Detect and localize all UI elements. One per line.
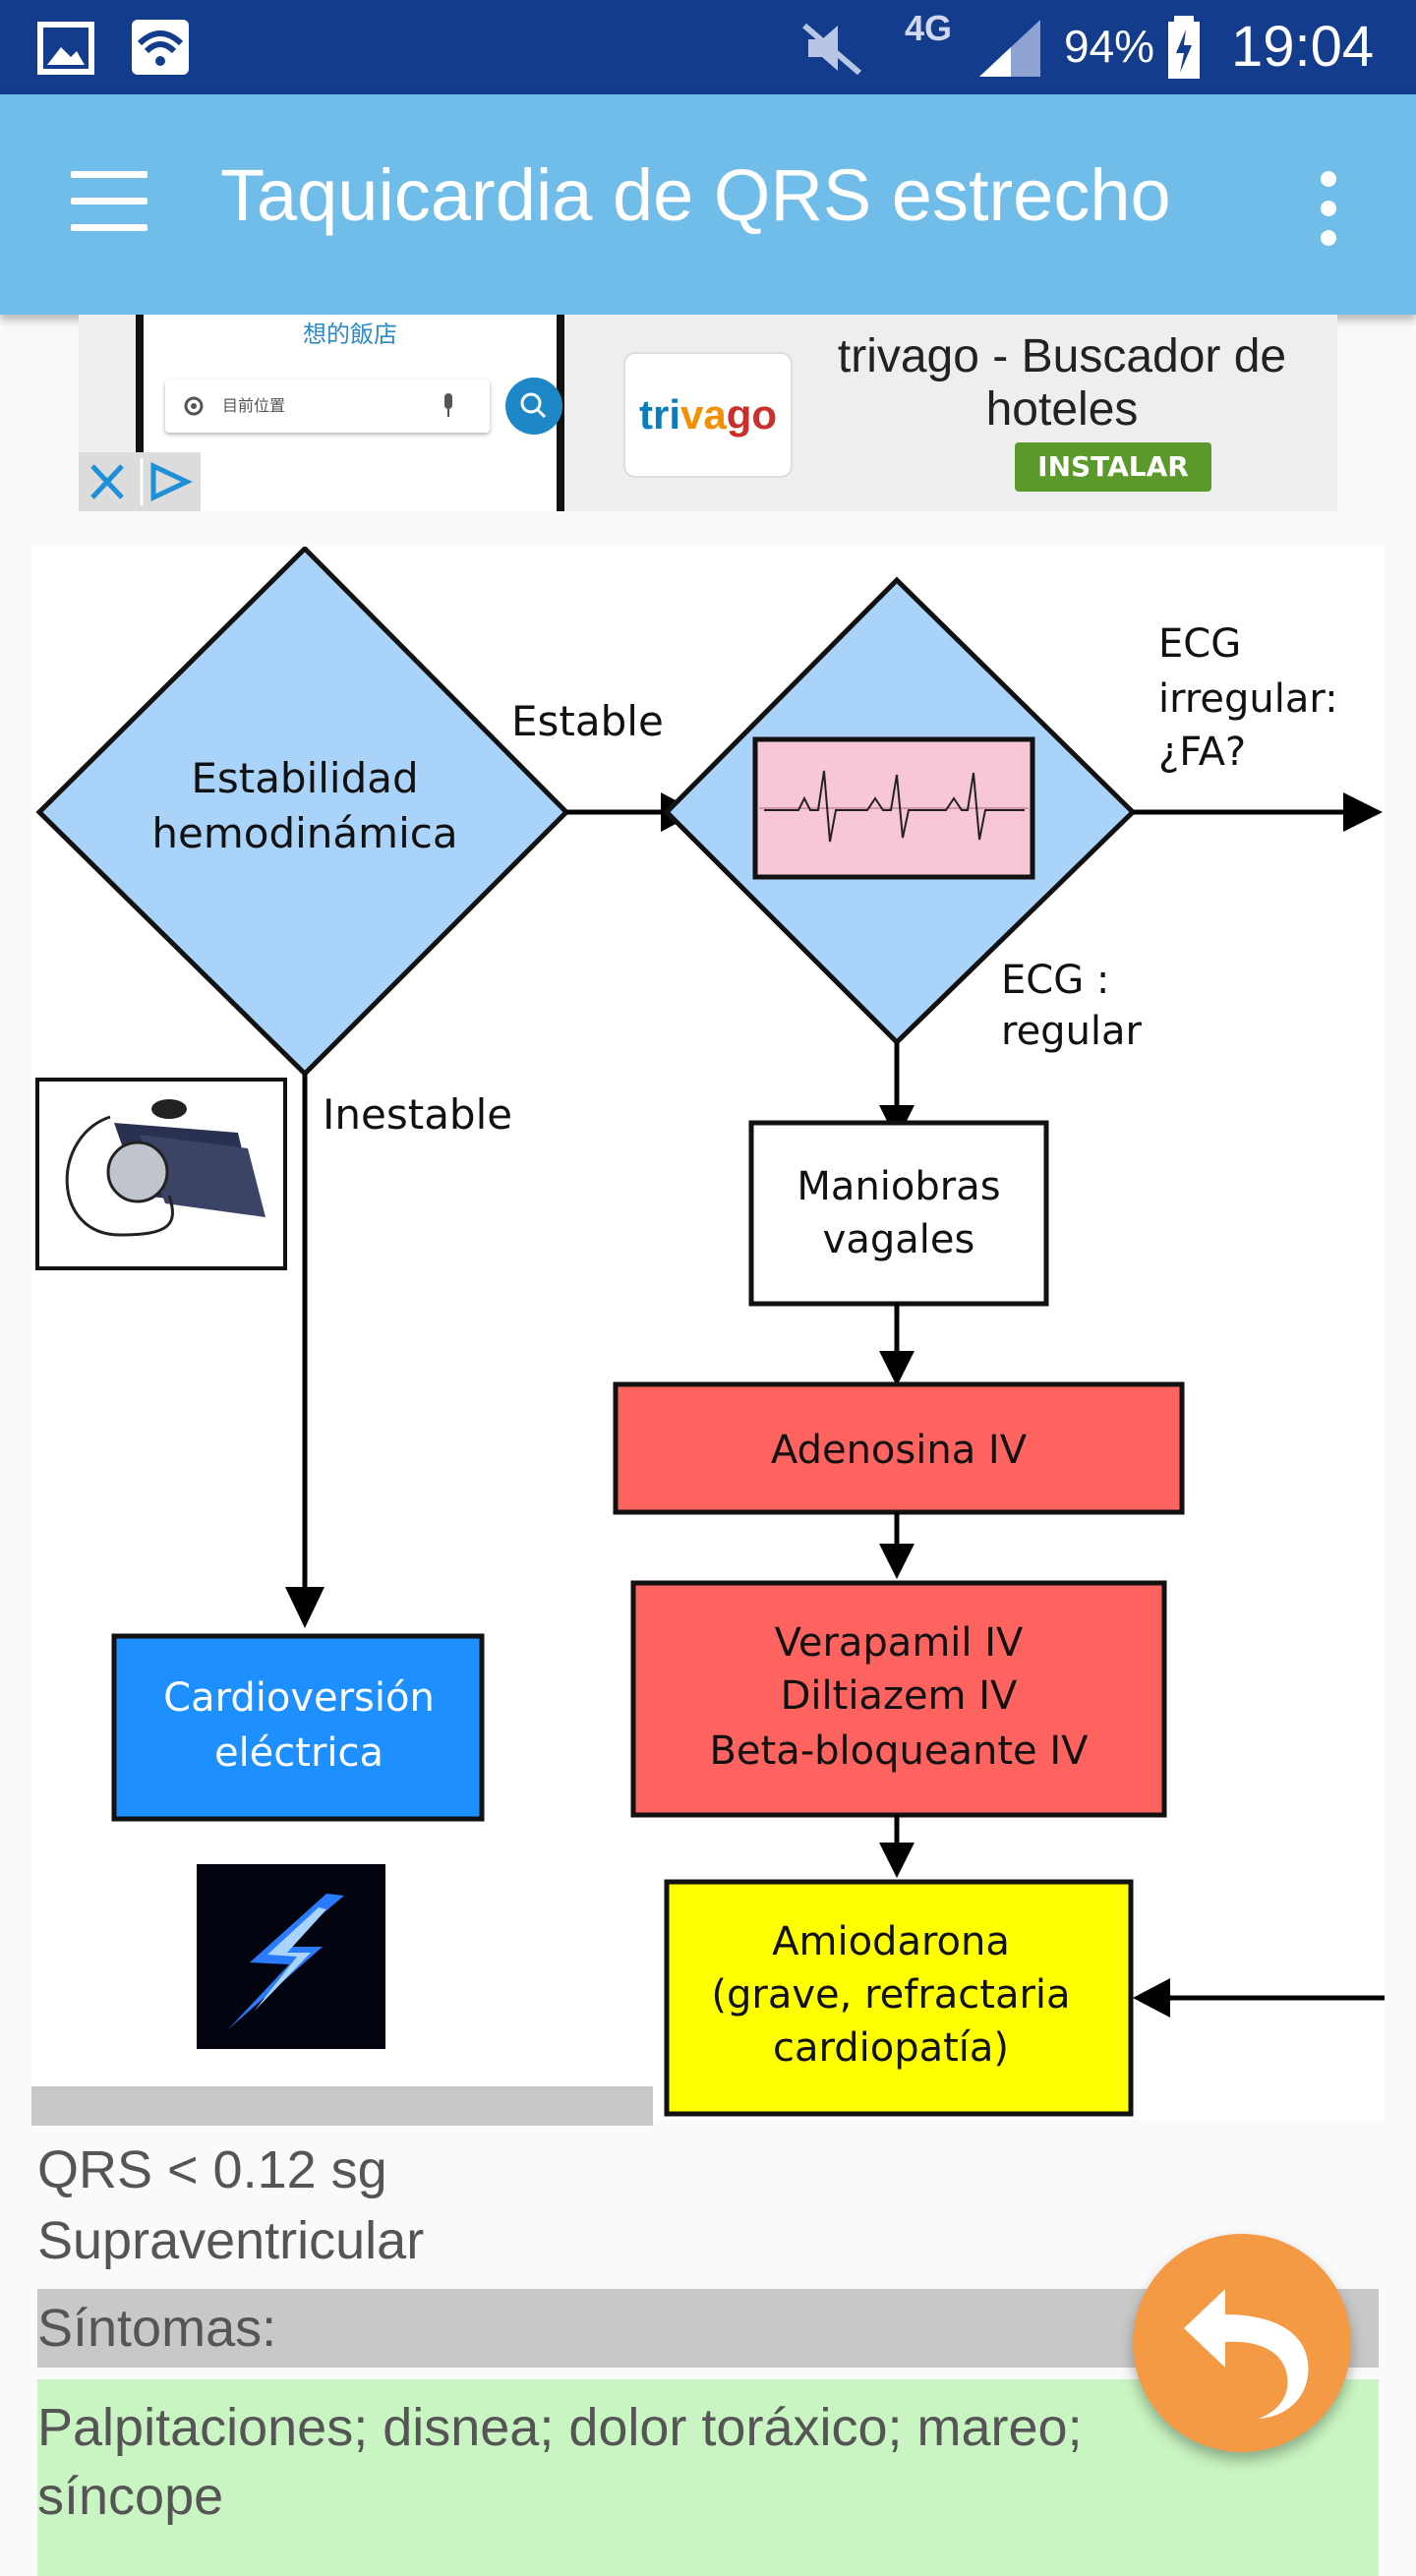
vagal-box bbox=[748, 1120, 1049, 1307]
drugs-label-1: Verapamil IV bbox=[775, 1620, 1024, 1666]
symptoms-line-1: Palpitaciones; disnea; dolor toráxico; m… bbox=[37, 2398, 1083, 2457]
location-icon bbox=[184, 396, 204, 416]
undo-fab[interactable] bbox=[1133, 2234, 1351, 2452]
ad-banner[interactable]: 想的飯店 目前位置 trivago trivago - Buscador de … bbox=[79, 315, 1337, 511]
signal-icon bbox=[979, 20, 1040, 77]
gallery-icon bbox=[37, 22, 94, 75]
undo-icon bbox=[1184, 2289, 1309, 2419]
ad-title-line1: trivago - Buscador de bbox=[837, 330, 1287, 382]
clock: 19:04 bbox=[1231, 15, 1375, 79]
ecg-regular-label-2: regular bbox=[1001, 1009, 1143, 1054]
blood-pressure-cuff-icon bbox=[35, 1078, 287, 1270]
status-bar: 4G 94% 19:04 bbox=[0, 0, 1416, 94]
ad-search-button bbox=[505, 378, 562, 435]
lightning-icon bbox=[197, 1864, 385, 2049]
cardioversion-label-2: eléctrica bbox=[214, 1730, 384, 1776]
battery-percent: 94% bbox=[1064, 21, 1155, 72]
drugs-label-3: Beta-bloqueante IV bbox=[709, 1728, 1089, 1774]
wifi-icon bbox=[132, 20, 189, 75]
battery-charging-icon bbox=[1168, 16, 1200, 79]
rate-control-box bbox=[630, 1580, 1167, 1818]
adenosine-label: Adenosina IV bbox=[771, 1428, 1028, 1473]
vagal-label-1: Maniobras bbox=[796, 1164, 1000, 1209]
ad-choices[interactable] bbox=[79, 452, 201, 511]
ad-title-line2: hoteles bbox=[985, 383, 1139, 436]
ad-close-icon[interactable] bbox=[79, 452, 201, 511]
stability-label-1: Estabilidad bbox=[191, 754, 418, 802]
flowchart: Estabilidad hemodinámica Estable ECG irr… bbox=[31, 547, 1385, 2120]
more-vert-icon[interactable] bbox=[1314, 171, 1343, 250]
amiodarone-label-2: (grave, refractaria bbox=[711, 1972, 1070, 2018]
symptoms-line-2: síncope bbox=[37, 2467, 224, 2526]
ad-title[interactable]: trivago - Buscador de hoteles bbox=[806, 330, 1318, 437]
mute-icon bbox=[802, 23, 861, 76]
drugs-label-2: Diltiazem IV bbox=[781, 1673, 1018, 1719]
ad-search-field: 目前位置 bbox=[165, 380, 490, 433]
hamburger-menu-icon[interactable] bbox=[71, 171, 148, 236]
ecg-irregular-label-1: ECG bbox=[1158, 621, 1241, 667]
flowchart-svg: Estabilidad hemodinámica Estable ECG irr… bbox=[35, 547, 1385, 2117]
amiodarone-label-3: cardiopatía) bbox=[773, 2025, 1009, 2071]
ad-phone-text: 想的飯店 bbox=[303, 321, 397, 348]
trivago-logo: trivago bbox=[623, 352, 793, 478]
cardioversion-box bbox=[111, 1633, 485, 1822]
adenosine-box bbox=[613, 1381, 1185, 1515]
qrs-duration: QRS < 0.12 sg bbox=[37, 2140, 387, 2199]
ad-search-placeholder: 目前位置 bbox=[222, 396, 286, 415]
mic-icon bbox=[444, 393, 452, 417]
tachycardia-type: Supraventricular bbox=[37, 2211, 425, 2270]
stable-label: Estable bbox=[511, 697, 664, 745]
horizontal-scrollbar[interactable] bbox=[31, 2086, 653, 2126]
amiodarone-box bbox=[664, 1879, 1134, 2117]
ecg-irregular-label-3: ¿FA? bbox=[1158, 730, 1246, 775]
ecg-strip-icon bbox=[752, 736, 1035, 880]
install-button[interactable]: INSTALAR bbox=[1015, 442, 1211, 492]
amiodarone-label-1: Amiodarona bbox=[772, 1919, 1010, 1964]
ecg-regular-label-1: ECG : bbox=[1001, 958, 1109, 1003]
page-title: Taquicardia de QRS estrecho bbox=[220, 154, 1171, 236]
network-type: 4G bbox=[905, 8, 953, 48]
ad-phone-preview: 想的飯店 目前位置 bbox=[136, 315, 564, 511]
stability-label-2: hemodinámica bbox=[151, 809, 457, 857]
search-icon bbox=[520, 392, 547, 419]
vagal-label-2: vagales bbox=[823, 1217, 975, 1262]
unstable-label: Inestable bbox=[323, 1090, 512, 1139]
cardioversion-label-1: Cardioversión bbox=[163, 1675, 435, 1721]
ecg-irregular-label-2: irregular: bbox=[1158, 676, 1338, 722]
app-bar: Taquicardia de QRS estrecho bbox=[0, 94, 1416, 315]
